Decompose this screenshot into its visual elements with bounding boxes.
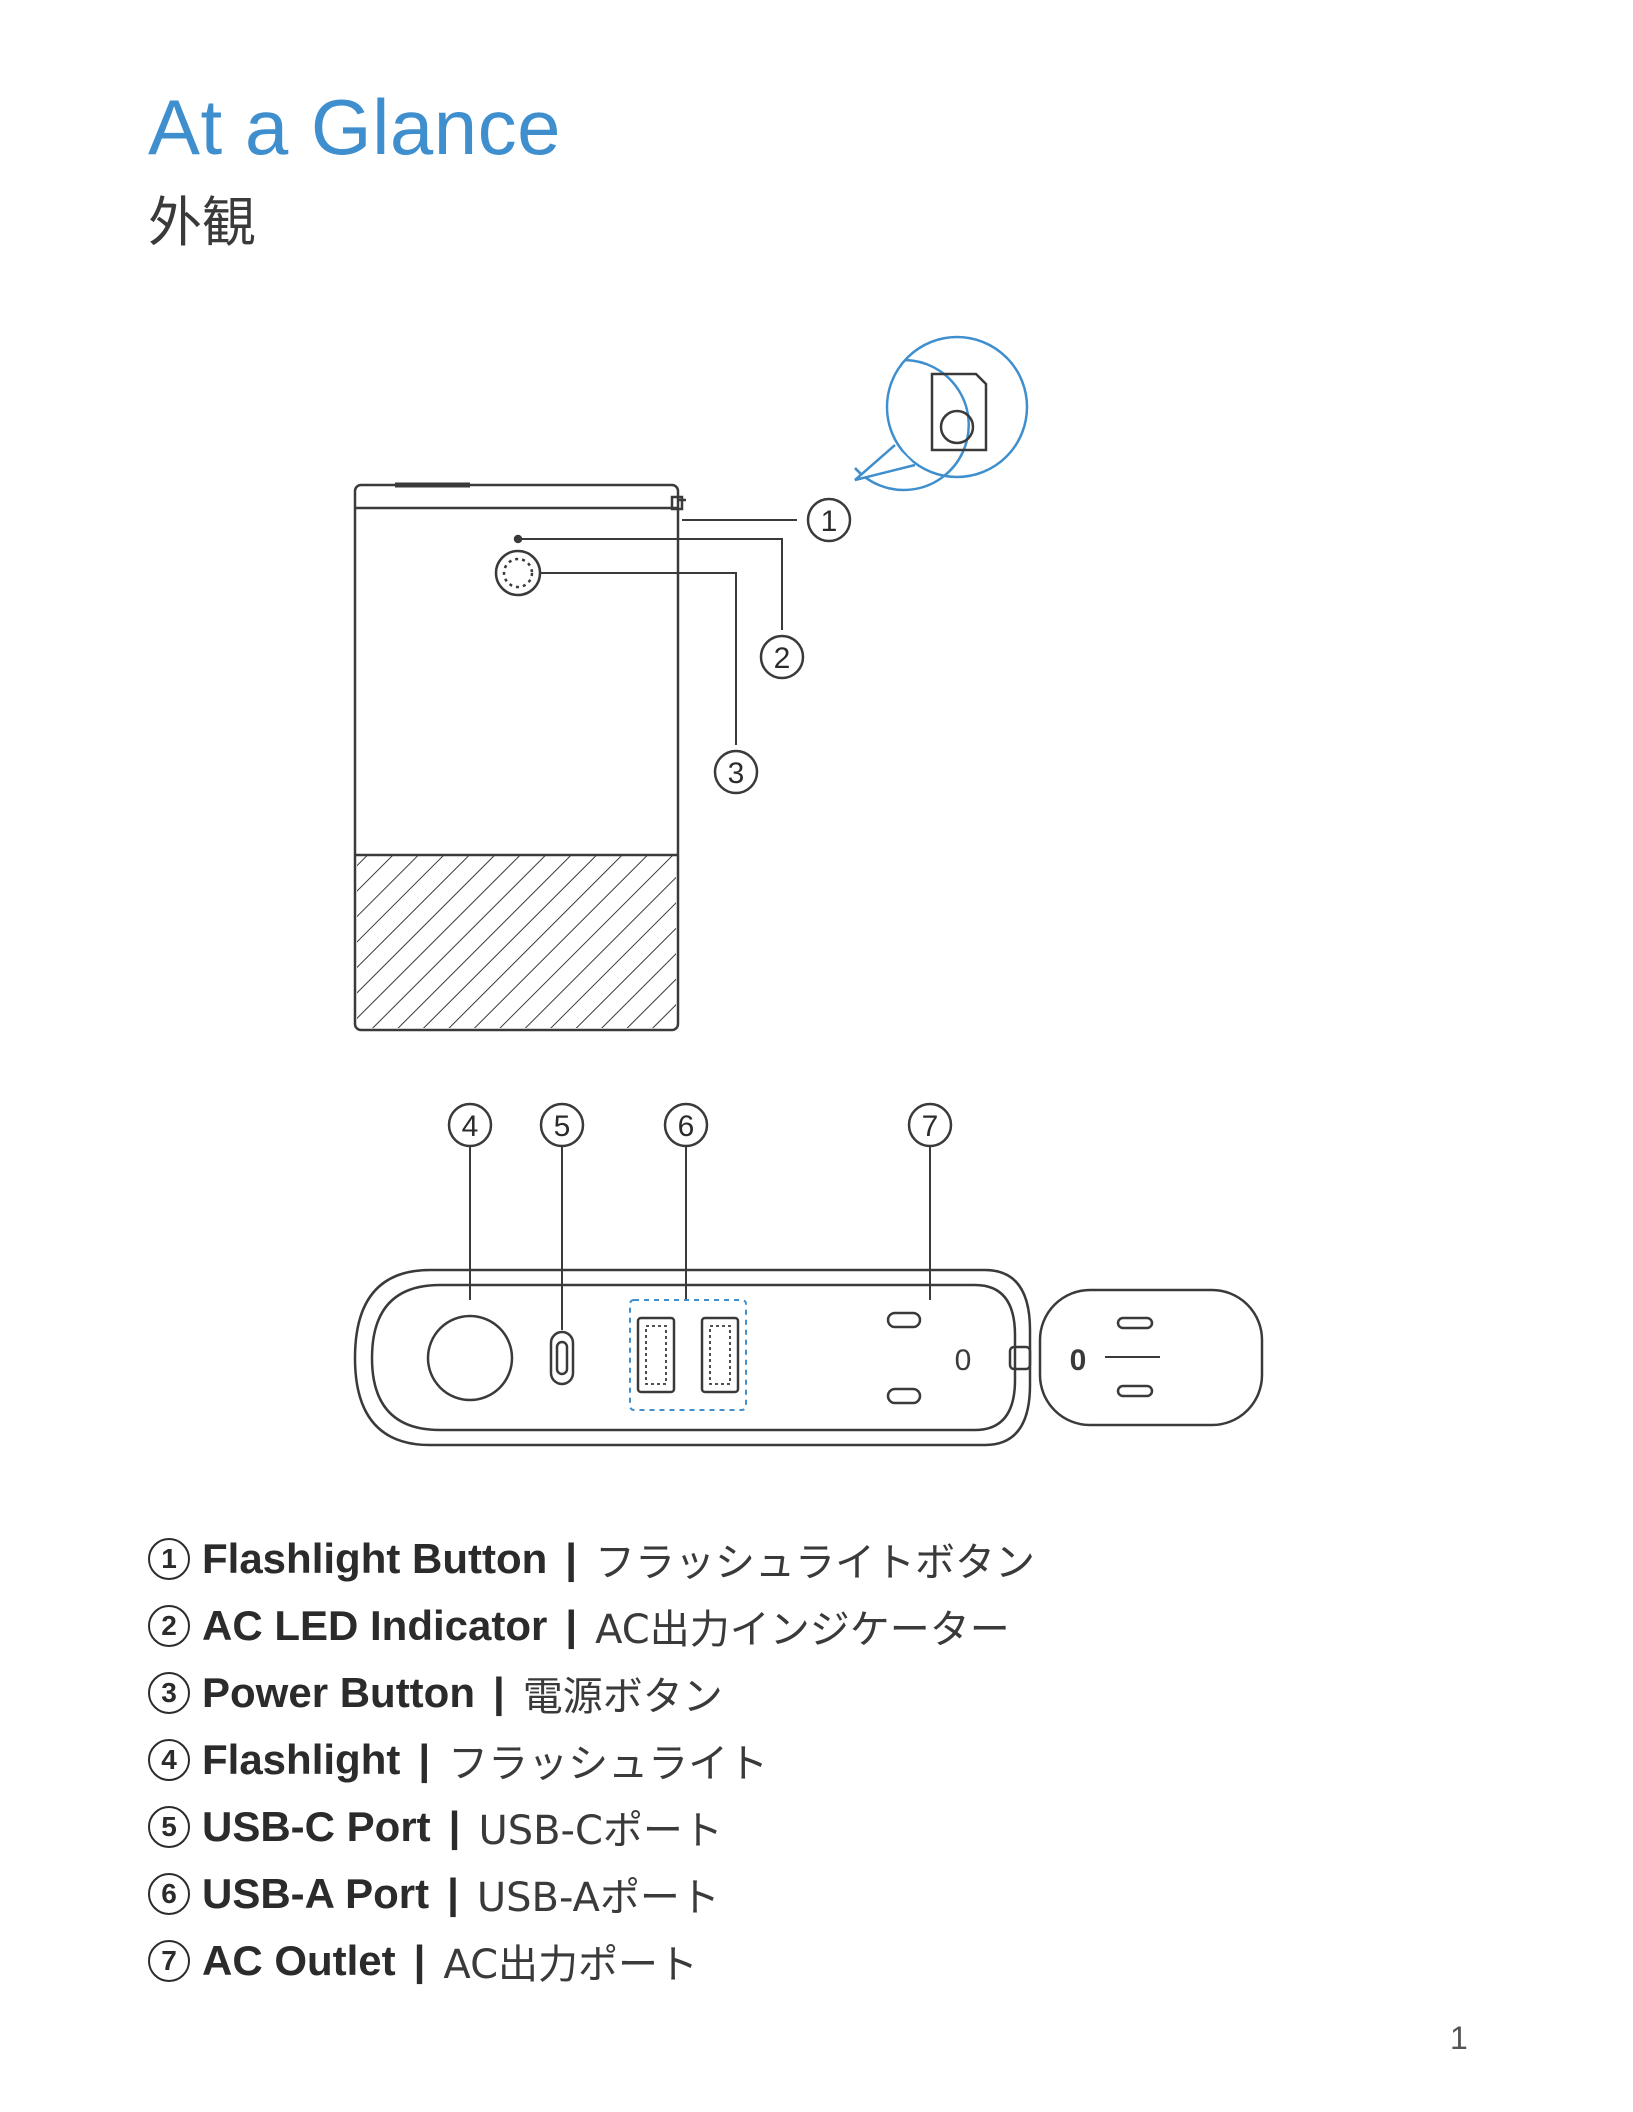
legend-label-jp: AC出力インジケーター (595, 1597, 1010, 1655)
legend-item: 3 Power Button | 電源ボタン (148, 1659, 1035, 1726)
legend-item: 2 AC LED Indicator | AC出力インジケーター (148, 1592, 1035, 1659)
page-number: 1 (1450, 2020, 1468, 2057)
legend-label-jp: フラッシュライトボタン (595, 1530, 1035, 1588)
legend-separator: | (565, 1602, 577, 1650)
legend-separator: | (418, 1736, 430, 1784)
legend-number: 1 (148, 1538, 190, 1580)
callout-1-label: 1 (821, 505, 838, 538)
legend-label-en: Flashlight (202, 1736, 400, 1784)
legend-separator: | (449, 1803, 461, 1851)
legend-label-en: AC Outlet (202, 1937, 396, 1985)
callout-1: 1 (808, 499, 850, 541)
leader-lines-bottom (470, 1146, 930, 1330)
top-view-outer (355, 1270, 1030, 1445)
leader-lines-top (522, 520, 797, 745)
ac-outlet-marking: 0 (955, 1344, 972, 1377)
callout-4: 4 (449, 1104, 491, 1146)
legend-separator: | (565, 1535, 577, 1583)
legend-separator: | (447, 1870, 459, 1918)
zoom-bubble (855, 337, 1027, 490)
legend-item: 4 Flashlight | フラッシュライト (148, 1726, 1035, 1793)
callout-2: 2 (761, 636, 803, 678)
callout-6: 6 (665, 1104, 707, 1146)
callout-5-label: 5 (554, 1110, 571, 1143)
front-view (355, 485, 686, 1030)
callout-3: 3 (715, 751, 757, 793)
usb-a-port-1 (638, 1318, 674, 1392)
callout-2-label: 2 (774, 642, 791, 675)
legend-number: 7 (148, 1940, 190, 1982)
usb-a-port-2 (702, 1318, 738, 1392)
legend-label-jp: USB-Cポート (478, 1798, 722, 1856)
callout-4-label: 4 (462, 1110, 479, 1143)
legend-number: 3 (148, 1672, 190, 1714)
usb-a-group-outline (630, 1300, 746, 1410)
legend-item: 7 AC Outlet | AC出力ポート (148, 1927, 1035, 1994)
legend-label-jp: USB-Aポート (477, 1865, 720, 1923)
legend-label-en: Flashlight Button (202, 1535, 547, 1583)
plug-attachment: 0 (1040, 1290, 1262, 1425)
callout-7: 7 (909, 1104, 951, 1146)
ac-slot-1 (888, 1313, 920, 1327)
flashlight-lens (428, 1316, 512, 1400)
ac-led-indicator (515, 536, 521, 542)
legend-label-en: AC LED Indicator (202, 1602, 547, 1650)
callout-6-label: 6 (678, 1110, 695, 1143)
legend-number: 2 (148, 1605, 190, 1647)
hatched-grille (357, 855, 676, 1028)
legend-label-en: USB-C Port (202, 1803, 431, 1851)
ac-slot-2 (888, 1389, 920, 1403)
legend-number: 4 (148, 1739, 190, 1781)
plug-prong-2 (1118, 1386, 1152, 1396)
legend-separator: | (414, 1937, 426, 1985)
legend-number: 5 (148, 1806, 190, 1848)
usb-c-port (551, 1332, 573, 1384)
legend-item: 6 USB-A Port | USB-Aポート (148, 1860, 1035, 1927)
callout-7-label: 7 (922, 1110, 939, 1143)
legend-label-jp: 電源ボタン (523, 1664, 723, 1722)
legend-item: 5 USB-C Port | USB-Cポート (148, 1793, 1035, 1860)
power-button (496, 551, 540, 595)
top-view: 0 (355, 1270, 1030, 1445)
plug-marking: 0 (1070, 1344, 1087, 1377)
legend-separator: | (493, 1669, 505, 1717)
callout-5: 5 (541, 1104, 583, 1146)
callout-3-label: 3 (728, 757, 745, 790)
legend-item: 1 Flashlight Button | フラッシュライトボタン (148, 1525, 1035, 1592)
legend-number: 6 (148, 1873, 190, 1915)
component-legend: 1 Flashlight Button | フラッシュライトボタン 2 AC L… (148, 1525, 1035, 1994)
legend-label-jp: フラッシュライト (448, 1731, 768, 1789)
legend-label-en: USB-A Port (202, 1870, 429, 1918)
legend-label-en: Power Button (202, 1669, 475, 1717)
plug-prong-1 (1118, 1318, 1152, 1328)
top-view-inner (372, 1285, 1015, 1430)
legend-label-jp: AC出力ポート (443, 1932, 698, 1990)
